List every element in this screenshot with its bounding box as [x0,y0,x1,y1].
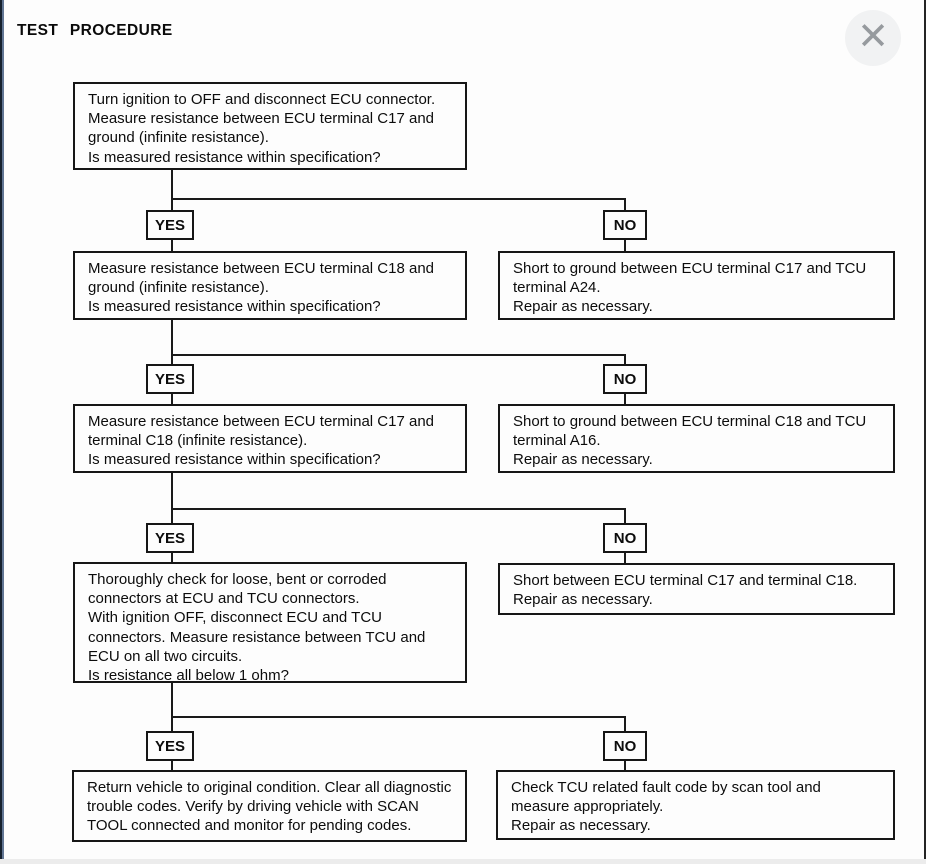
connector-line [171,320,173,364]
step-box-1: Turn ignition to OFF and disconnect ECU … [73,82,467,170]
connector-line [171,716,626,718]
no-badge-4: NO [603,731,647,761]
connector-line [171,683,173,731]
connector-line [624,508,626,523]
page-title: TEST PROCEDURE [17,22,173,39]
yes-badge-4: YES [146,731,194,761]
connector-line [624,198,626,210]
window-left-edge-highlight [2,0,4,864]
no-badge-2: NO [603,364,647,394]
connector-line [171,394,173,404]
yes-badge-2: YES [146,364,194,394]
close-button[interactable]: ✕ [845,10,901,66]
connector-line [624,716,626,731]
step-box-4: Thoroughly check for loose, bent or corr… [73,562,467,684]
connector-line [171,761,173,770]
connector-line [171,198,626,200]
result-box-2: Short to ground between ECU terminal C18… [498,404,895,473]
result-box-3: Short between ECU terminal C17 and termi… [498,563,895,615]
connector-line [624,394,626,404]
window-left-edge [0,0,2,864]
yes-badge-1: YES [146,210,194,240]
connector-line [624,354,626,364]
connector-line [171,354,626,356]
close-icon: ✕ [857,16,889,58]
connector-line [624,240,626,251]
result-box-4: Check TCU related fault code by scan too… [496,770,895,840]
window-right-edge [924,0,926,864]
result-box-1: Short to ground between ECU terminal C17… [498,251,895,320]
step-box-2: Measure resistance between ECU terminal … [73,251,467,320]
connector-line [171,473,173,523]
connector-line [171,170,173,210]
connector-line [171,508,626,510]
connector-line [171,553,173,562]
connector-line [624,553,626,563]
yes-badge-3: YES [146,523,194,553]
connector-line [624,761,626,770]
connector-line [171,240,173,251]
step-box-5: Return vehicle to original condition. Cl… [72,770,467,842]
step-box-3: Measure resistance between ECU terminal … [73,404,467,473]
window-bottom-edge [0,859,926,864]
no-badge-1: NO [603,210,647,240]
no-badge-3: NO [603,523,647,553]
